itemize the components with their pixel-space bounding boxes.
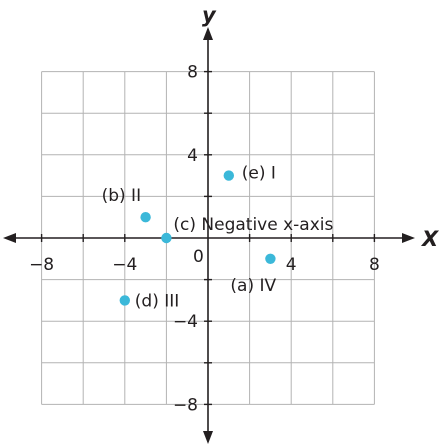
y-tick-label: −4 xyxy=(173,312,198,332)
data-point-label: (b) II xyxy=(102,186,142,206)
x-tick-label: −4 xyxy=(112,255,137,275)
origin-label: 0 xyxy=(193,247,204,267)
y-axis-top-arrow xyxy=(203,27,213,40)
data-point xyxy=(140,212,151,223)
y-tick-label: −8 xyxy=(173,395,198,415)
x-tick-label: 8 xyxy=(369,255,380,275)
tick-labels: −8 −4 4 8 −8 −4 4 8 xyxy=(29,63,380,416)
data-point xyxy=(223,170,234,181)
y-axis-title: y xyxy=(202,3,217,27)
data-point xyxy=(119,295,130,306)
x-axis-left-arrow xyxy=(3,233,16,243)
data-point-label: (c) Negative x-axis xyxy=(173,215,333,235)
data-point-label: (e) I xyxy=(242,164,276,184)
data-point-label: (d) III xyxy=(135,291,180,311)
y-tick-label: 4 xyxy=(187,146,198,166)
x-axis-title: X xyxy=(420,227,440,251)
data-points: (a) IV (b) II (c) Negative x-axis (d) III (e… xyxy=(102,164,334,312)
x-tick-label: 4 xyxy=(286,255,297,275)
data-point xyxy=(265,253,276,264)
x-axis-right-arrow xyxy=(402,233,415,243)
y-tick-label: 8 xyxy=(187,63,198,83)
x-tick-label: −8 xyxy=(29,255,54,275)
axes xyxy=(3,27,415,444)
data-point xyxy=(161,232,172,244)
data-point-label: (a) IV xyxy=(230,276,276,296)
y-axis-bottom-arrow xyxy=(203,431,213,444)
